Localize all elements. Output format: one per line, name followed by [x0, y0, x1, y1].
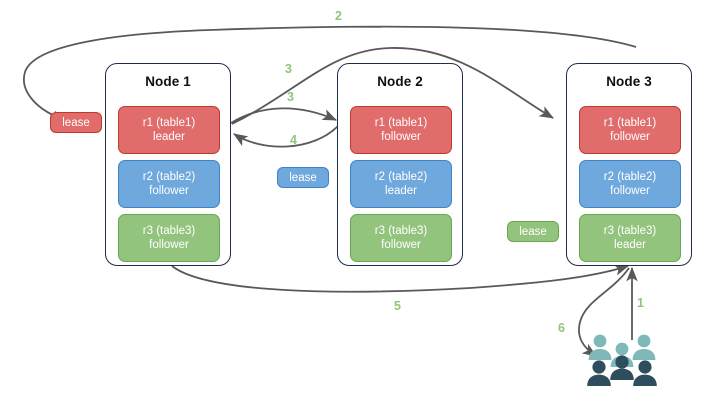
step-label-1: 1 — [637, 296, 644, 310]
replica-node1-r2[interactable]: r2 (table2) follower — [118, 160, 220, 208]
users-icon-front-row — [587, 355, 657, 386]
replica-role: follower — [610, 185, 650, 197]
step-label-6: 6 — [558, 321, 565, 335]
replica-name: r1 (table1) — [374, 117, 428, 129]
step-label-5: 5 — [394, 299, 401, 313]
replica-role: leader — [153, 131, 185, 143]
replica-role: follower — [381, 239, 421, 251]
replica-name: r3 (table3) — [374, 225, 428, 237]
lease-badge-green[interactable]: lease — [507, 221, 559, 242]
replica-node2-r1[interactable]: r1 (table1) follower — [350, 106, 452, 154]
arrow-step-3-to-node2 — [230, 107, 337, 124]
replica-node3-r3[interactable]: r3 (table3) leader — [579, 214, 681, 262]
replica-role: leader — [385, 185, 417, 197]
replica-name: r1 (table1) — [603, 117, 657, 129]
step-label-4: 4 — [290, 133, 297, 147]
replica-node1-r1[interactable]: r1 (table1) leader — [118, 106, 220, 154]
step-label-3-upper: 3 — [285, 62, 292, 76]
node-title-3: Node 3 — [606, 74, 652, 89]
step-label-3-lower: 3 — [287, 90, 294, 104]
replica-name: r1 (table1) — [142, 117, 196, 129]
replica-name: r2 (table2) — [603, 171, 657, 183]
replica-role: leader — [614, 239, 646, 251]
lease-badge-red[interactable]: lease — [50, 112, 102, 133]
replica-node3-r2[interactable]: r2 (table2) follower — [579, 160, 681, 208]
arrow-step-4 — [233, 125, 339, 148]
replica-name: r2 (table2) — [142, 171, 196, 183]
node-card-3[interactable]: Node 3 r1 (table1) follower r2 (table2) … — [566, 63, 692, 266]
replica-name: r3 (table3) — [142, 225, 196, 237]
step-label-2: 2 — [335, 9, 342, 23]
replica-node1-r3[interactable]: r3 (table3) follower — [118, 214, 220, 262]
users-icon — [587, 334, 657, 386]
replica-name: r3 (table3) — [603, 225, 657, 237]
node-title-1: Node 1 — [145, 74, 191, 89]
replica-node2-r3[interactable]: r3 (table3) follower — [350, 214, 452, 262]
replica-role: follower — [381, 131, 421, 143]
replica-role: follower — [610, 131, 650, 143]
arrow-step-5 — [171, 264, 630, 293]
replica-role: follower — [149, 239, 189, 251]
replica-name: r2 (table2) — [374, 171, 428, 183]
node-title-2: Node 2 — [377, 74, 423, 89]
replica-role: follower — [149, 185, 189, 197]
node-card-2[interactable]: Node 2 r1 (table1) follower r2 (table2) … — [337, 63, 463, 266]
lease-badge-blue[interactable]: lease — [277, 167, 329, 188]
node-card-1[interactable]: Node 1 r1 (table1) leader r2 (table2) fo… — [105, 63, 231, 266]
replica-node3-r1[interactable]: r1 (table1) follower — [579, 106, 681, 154]
replica-node2-r2[interactable]: r2 (table2) leader — [350, 160, 452, 208]
